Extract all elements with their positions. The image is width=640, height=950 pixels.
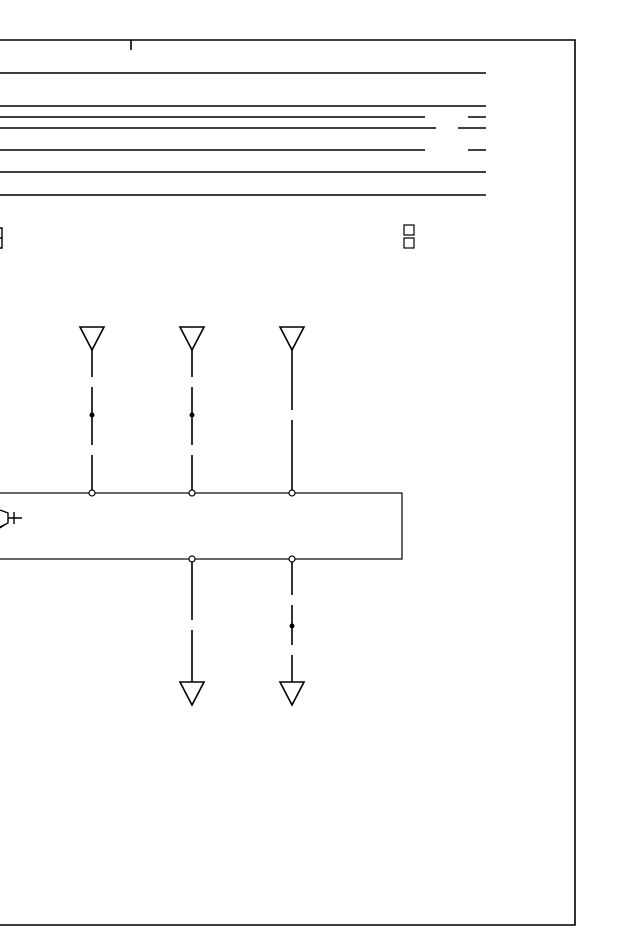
legend-boxes xyxy=(403,224,415,249)
connector-top-3 xyxy=(278,326,306,497)
component-box xyxy=(0,492,403,560)
connector-bottom-2 xyxy=(278,555,306,707)
ground-diag xyxy=(0,523,7,529)
clipped-mark-left xyxy=(0,227,3,249)
title-block xyxy=(0,72,486,196)
connector-bottom-1 xyxy=(178,555,206,707)
ground-symbol xyxy=(0,509,22,528)
connector-top-1 xyxy=(78,326,106,497)
sheet-border xyxy=(0,39,576,926)
connector-top-2 xyxy=(178,326,206,497)
